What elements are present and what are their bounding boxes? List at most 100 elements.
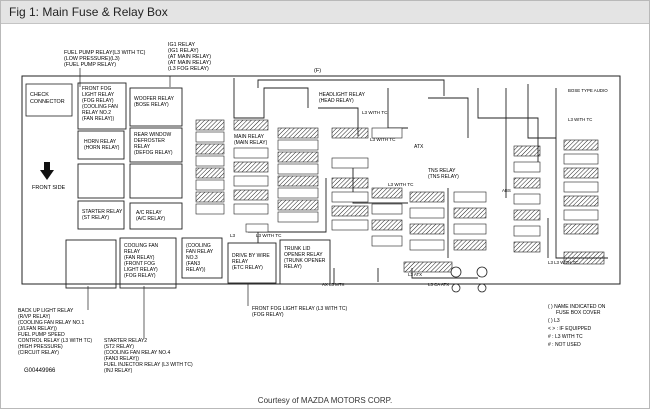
svg-text:DRIVE BY WIRE: DRIVE BY WIRE — [232, 253, 270, 259]
svg-text:BACK UP LIGHT RELAY: BACK UP LIGHT RELAY — [18, 308, 74, 314]
svg-text:A/C RELAY: A/C RELAY — [136, 210, 162, 216]
svg-text:DEFROSTER: DEFROSTER — [134, 138, 165, 144]
svg-text:(FRONT FOG: (FRONT FOG — [124, 261, 155, 267]
svg-text:(AT MAIN RELAY): (AT MAIN RELAY) — [168, 60, 211, 66]
svg-text:RELAY: RELAY — [124, 249, 141, 255]
svg-text:(FOG RELAY): (FOG RELAY) — [82, 98, 114, 104]
diagram-canvas: FUEL PUMP RELAY(L3 WITH TC) (LOW PRESSUR… — [8, 28, 632, 393]
figure-title: Fig 1: Main Fuse & Relay Box — [9, 5, 168, 19]
figure-id: G00449966 — [24, 368, 56, 374]
label-main-relay: MAIN RELAY (MAIN RELAY) — [234, 134, 268, 146]
svg-text:(HEAD RELAY): (HEAD RELAY) — [319, 98, 354, 104]
svg-text:(ST2 RELAY): (ST2 RELAY) — [104, 344, 134, 350]
label-l3-with-tc-d: L3 WITH TC — [256, 233, 282, 238]
svg-text:FRONT FOG: FRONT FOG — [82, 86, 111, 92]
svg-text:(COOLING FAN: (COOLING FAN — [82, 104, 118, 110]
svg-text:MAIN RELAY: MAIN RELAY — [234, 134, 265, 140]
svg-text:(FAN3 RELAY)): (FAN3 RELAY)) — [104, 356, 139, 362]
svg-text:STARTER RELAY: STARTER RELAY — [82, 209, 123, 215]
svg-text:CONNECTOR: CONNECTOR — [30, 99, 65, 105]
svg-text:COOLING FAN: COOLING FAN — [124, 243, 159, 249]
label-abs: ABS — [502, 188, 511, 193]
svg-text:RELAY NO.2: RELAY NO.2 — [82, 110, 111, 116]
svg-text:(FAN RELAY): (FAN RELAY) — [124, 255, 155, 261]
fuse-block-right — [403, 191, 487, 273]
svg-text:(A/C RELAY): (A/C RELAY) — [136, 216, 165, 222]
svg-text:LIGHT RELAY): LIGHT RELAY) — [124, 267, 158, 273]
svg-text:TNS RELAY: TNS RELAY — [428, 168, 456, 174]
svg-text:(L3 FOG RELAY): (L3 FOG RELAY) — [168, 66, 209, 72]
svg-text:(CIRCUIT RELAY): (CIRCUIT RELAY) — [18, 350, 59, 356]
label-starter-relay2: STARTER RELAY2 (ST2 RELAY) (COOLING FAN … — [104, 286, 193, 374]
relay-front-fog: FRONT FOG LIGHT RELAY (FOG RELAY) (COOLI… — [77, 82, 127, 130]
svg-text:(FAN RELAY)): (FAN RELAY)) — [82, 116, 114, 122]
svg-text:( ) NAME INDICATED ON: ( ) NAME INDICATED ON — [548, 304, 606, 310]
svg-text:IG1 RELAY: IG1 RELAY — [168, 42, 195, 48]
label-l3-l3-with-tc: L3 L3 WITH TC — [548, 260, 578, 265]
svg-text:FAN RELAY: FAN RELAY — [186, 249, 214, 255]
svg-text:( ) L3: ( ) L3 — [548, 318, 560, 324]
svg-text:(FOG RELAY): (FOG RELAY) — [252, 312, 284, 318]
label-headlight-relay: HEADLIGHT RELAY (HEAD RELAY) — [319, 92, 366, 104]
label-l3-with-tc-c: L3 WITH TC — [388, 182, 414, 187]
svg-text:(BOSE RELAY): (BOSE RELAY) — [134, 102, 169, 108]
connector-circles — [450, 266, 488, 293]
relay-cooling-fan: COOLING FAN RELAY (FAN RELAY) (FRONT FOG… — [119, 237, 177, 289]
svg-text:FUEL INJECTOR RELAY (L3 WITH T: FUEL INJECTOR RELAY (L3 WITH TC) — [104, 362, 193, 368]
label-l3-with-tc-b: L3 WITH TC — [370, 137, 396, 142]
svg-text:(FOG RELAY): (FOG RELAY) — [124, 273, 156, 279]
relay-drive-by-wire: DRIVE BY WIRE RELAY (ETC RELAY) — [227, 242, 277, 284]
svg-text:(J/LFAN RELAY)): (J/LFAN RELAY)) — [18, 326, 57, 332]
svg-text:(DEFOG RELAY): (DEFOG RELAY) — [134, 150, 173, 156]
svg-text:RELAY)): RELAY)) — [186, 267, 206, 273]
svg-text:# : NOT USED: # : NOT USED — [548, 342, 581, 348]
svg-text:CONTROL RELAY (L3 WITH TC): CONTROL RELAY (L3 WITH TC) — [18, 338, 92, 344]
svg-text:WOOFER RELAY: WOOFER RELAY — [134, 96, 175, 102]
label-backup-light-relay: BACK UP LIGHT RELAY (R/VP RELAY) (COOLIN… — [18, 286, 92, 356]
svg-text:(HIGH PRESSURE): (HIGH PRESSURE) — [18, 344, 63, 350]
svg-text:RELAY: RELAY — [134, 144, 151, 150]
label-ig1-relay: IG1 RELAY (IG1 RELAY) (AT MAIN RELAY) (A… — [168, 42, 211, 87]
label-atx: ATX — [414, 144, 424, 150]
label-front-fog-light-relay-2: FRONT FOG LIGHT RELAY (L3 WITH TC) (FOG … — [247, 284, 347, 318]
svg-text:FRONT SIDE: FRONT SIDE — [32, 185, 66, 191]
label-l3-a: L3 — [230, 233, 236, 238]
svg-text:OPENER RELAY: OPENER RELAY — [284, 252, 323, 258]
svg-text:CHECK: CHECK — [30, 92, 49, 98]
svg-text:FUSE BOX COVER: FUSE BOX COVER — [556, 310, 601, 316]
svg-text:(IG1 RELAY): (IG1 RELAY) — [168, 48, 199, 54]
svg-text:(ST RELAY): (ST RELAY) — [82, 215, 109, 221]
fuse-relay-diagram: FUEL PUMP RELAY(L3 WITH TC) (LOW PRESSUR… — [18, 42, 621, 374]
label-l3-ca-atx: L3 CA ATX — [428, 282, 449, 287]
svg-text:(FUEL PUMP RELAY): (FUEL PUMP RELAY) — [64, 62, 116, 68]
svg-text:(ETC RELAY): (ETC RELAY) — [232, 265, 263, 271]
front-side-indicator: FRONT SIDE — [32, 162, 66, 191]
fuse-block-center-right — [331, 127, 403, 247]
label-l3-with-tc-a: L3 WITH TC — [362, 110, 388, 115]
label-l3-with-tc-e: L3 WITH TC — [568, 117, 592, 122]
title-bar: Fig 1: Main Fuse & Relay Box — [1, 1, 649, 24]
label-bose-type-audio: BOSE TYPE AUDIO — [568, 88, 608, 93]
relay-ac: A/C RELAY (A/C RELAY) — [129, 202, 183, 230]
relay-backup-light — [65, 239, 117, 289]
fuse-block-center — [277, 127, 319, 223]
svg-text:REAR WINDOW: REAR WINDOW — [134, 132, 172, 138]
relay-blank-slot-2 — [129, 163, 183, 199]
label-fuel-pump-relay: FUEL PUMP RELAY(L3 WITH TC) (LOW PRESSUR… — [64, 50, 146, 87]
relay-trunk-lid-opener: TRUNK LID OPENER RELAY (TRUNK OPENER REL… — [279, 239, 331, 285]
relay-cooling-fan-no3: (COOLING FAN RELAY NO.3 (FAN3 RELAY)) — [181, 237, 223, 279]
svg-text:FRONT FOG LIGHT RELAY (L3 WITH: FRONT FOG LIGHT RELAY (L3 WITH TC) — [252, 306, 347, 312]
svg-text:RELAY: RELAY — [232, 259, 249, 265]
svg-text:(TNS RELAY): (TNS RELAY) — [428, 174, 459, 180]
svg-text:(MAIN RELAY): (MAIN RELAY) — [234, 140, 268, 146]
svg-text:< > : IF EQUIPPED: < > : IF EQUIPPED — [548, 326, 591, 332]
label-tns-relay: TNS RELAY (TNS RELAY) — [428, 168, 459, 180]
svg-text:(INJ RELAY): (INJ RELAY) — [104, 368, 133, 374]
svg-text:(COOLING FAN RELAY NO.4: (COOLING FAN RELAY NO.4 — [104, 350, 170, 356]
svg-text:FUEL PUMP RELAY(L3 WITH TC): FUEL PUMP RELAY(L3 WITH TC) — [64, 50, 146, 56]
svg-text:(COOLING: (COOLING — [186, 243, 211, 249]
relay-starter: STARTER RELAY (ST RELAY) — [77, 200, 125, 230]
svg-text:(HORN RELAY): (HORN RELAY) — [84, 145, 120, 151]
svg-text:FUEL PUMP SPEED: FUEL PUMP SPEED — [18, 332, 65, 338]
label-l3-atx: L3 ATX — [408, 272, 422, 277]
